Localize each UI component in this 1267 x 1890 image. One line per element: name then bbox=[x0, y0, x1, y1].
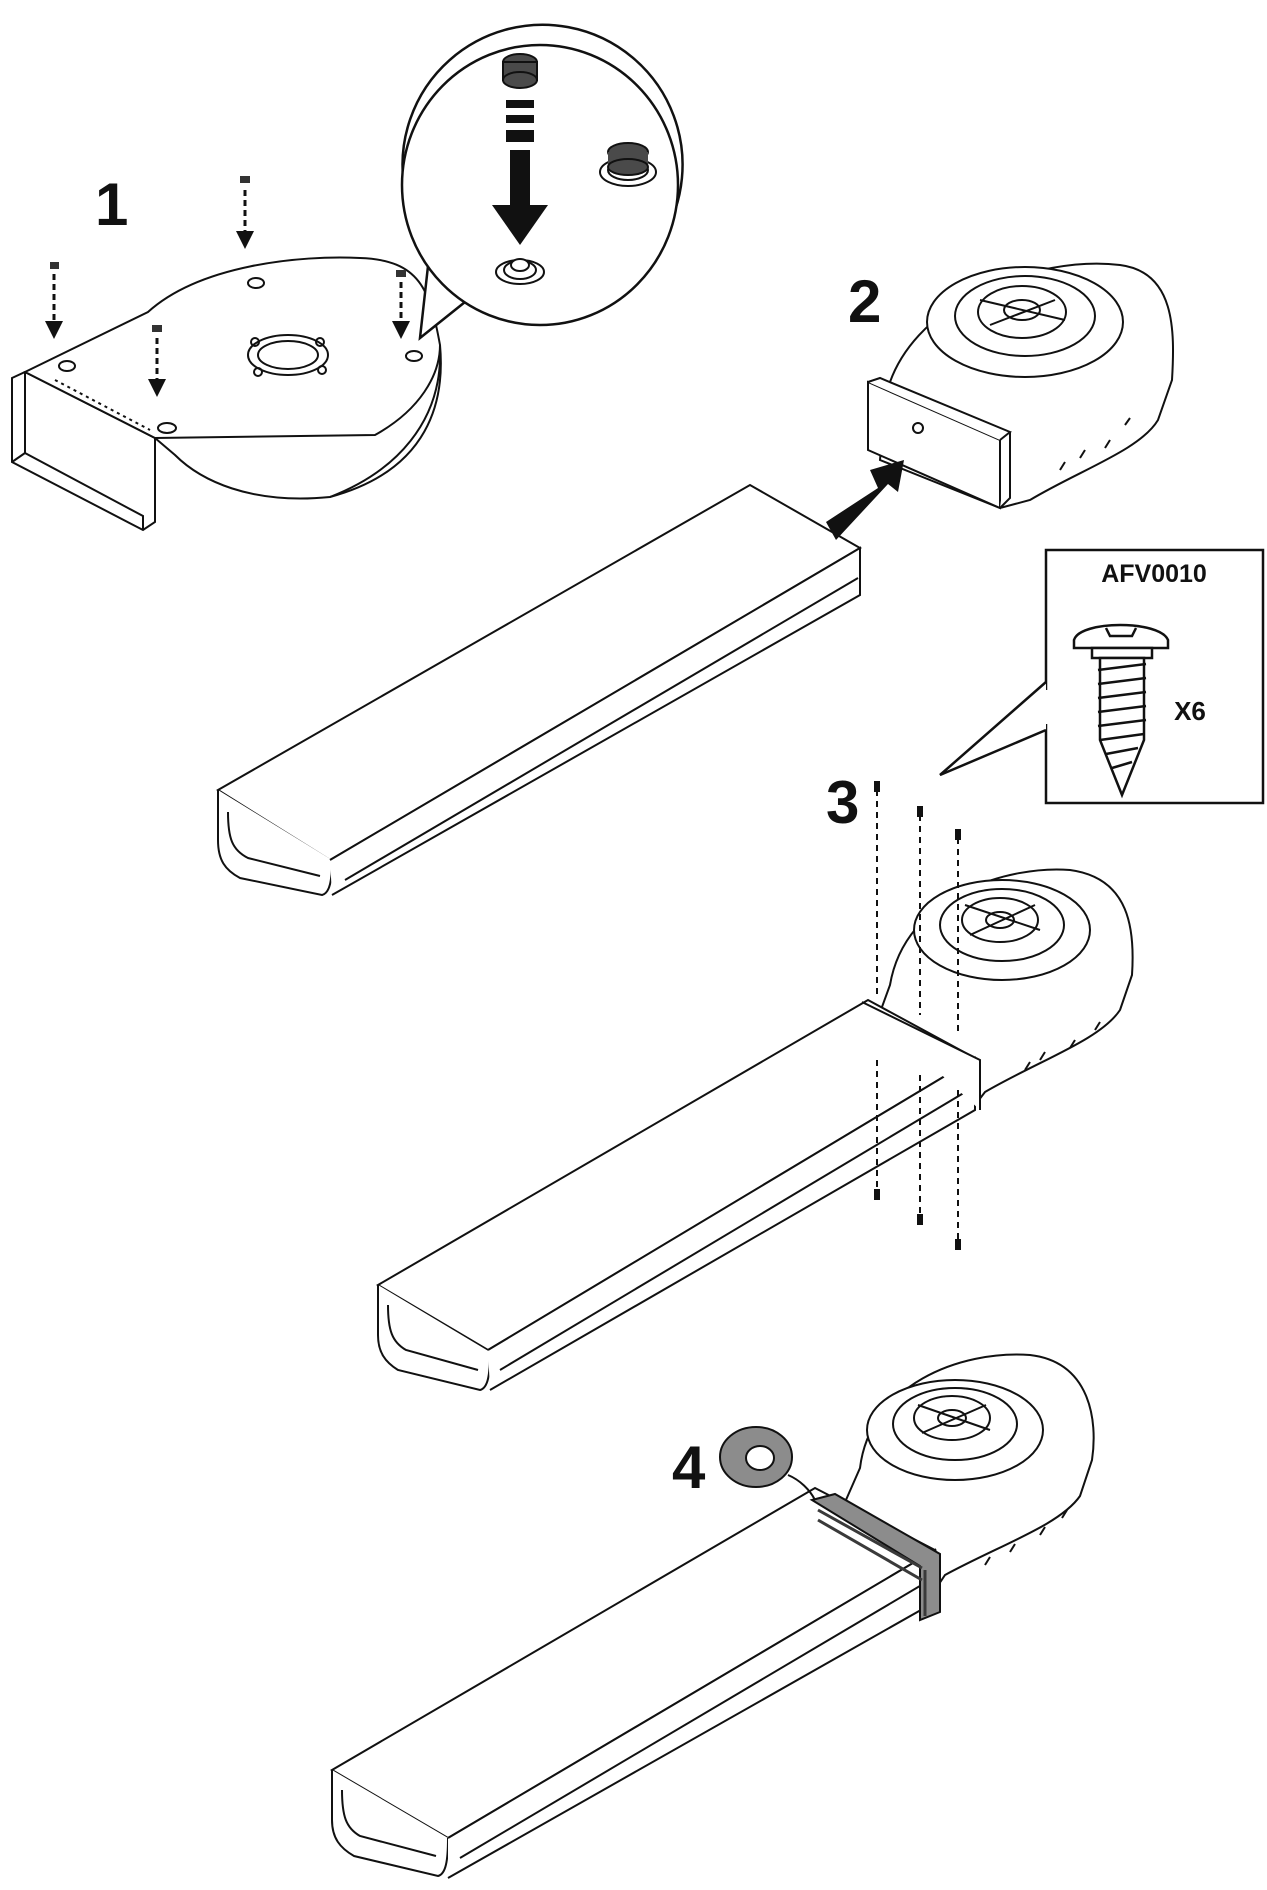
step1-grommet-arrows bbox=[45, 176, 410, 397]
quantity-label: X6 bbox=[1174, 696, 1206, 726]
step2-fan-unit bbox=[867, 262, 1174, 510]
tape-roll-icon bbox=[719, 1426, 816, 1501]
step-1-number: 1 bbox=[95, 171, 128, 238]
step3-assembly bbox=[376, 868, 1134, 1392]
step2-insert-arrow bbox=[826, 460, 904, 540]
tape-band bbox=[809, 1492, 941, 1622]
step-2-number: 2 bbox=[848, 268, 881, 335]
step3-screw-guides bbox=[874, 781, 961, 1250]
part-code-label: AFV0010 bbox=[1101, 560, 1207, 588]
step2-duct bbox=[216, 483, 862, 897]
step-4-number: 4 bbox=[672, 1434, 706, 1501]
step1-fan-housing bbox=[11, 256, 442, 532]
grommet-detail-callout bbox=[400, 23, 684, 341]
step-3-number: 3 bbox=[826, 769, 859, 836]
step4-assembly bbox=[330, 1353, 1095, 1879]
screw-callout bbox=[939, 548, 1265, 805]
